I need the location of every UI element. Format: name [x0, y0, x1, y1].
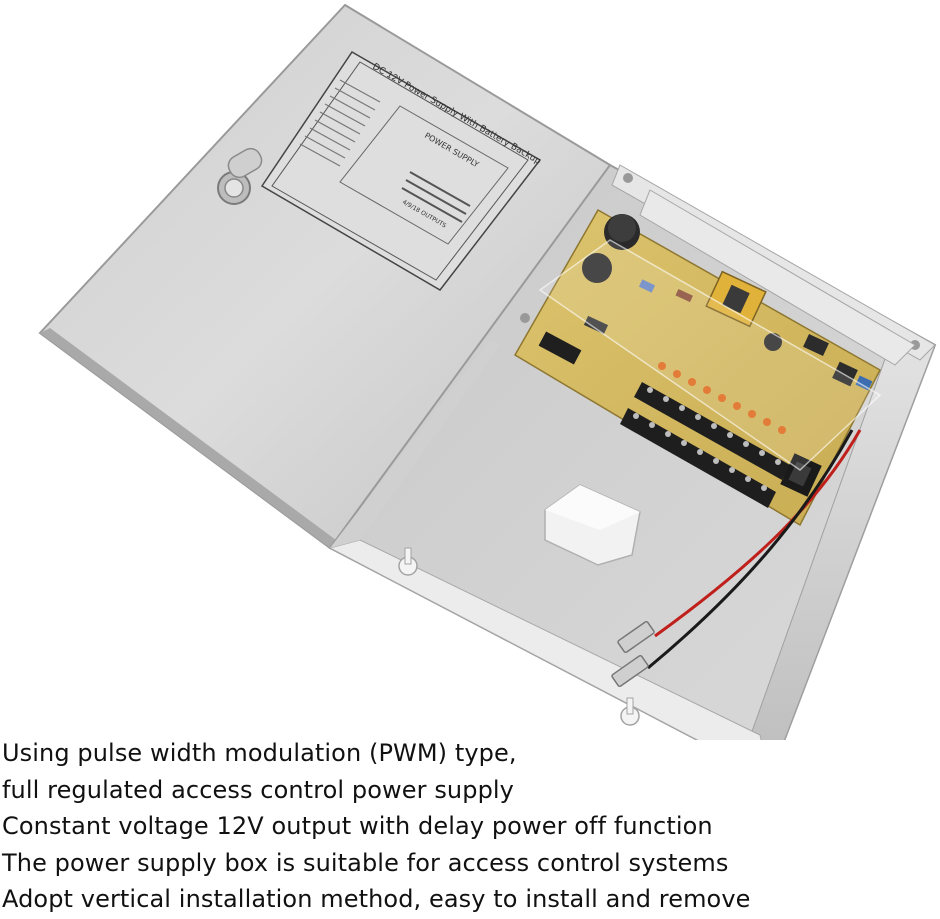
terminal-block-lower	[620, 408, 776, 508]
power-supply-box-photo: DC 12V Power Supply With Battery Backup …	[38, 3, 937, 740]
circuit-board	[513, 189, 916, 527]
mount-keyhole-right	[620, 697, 640, 726]
caption-line-1: Using pulse width modulation (PWM) type,	[2, 739, 517, 767]
mount-keyhole-left	[398, 547, 418, 576]
caption-line-5: Adopt vertical installation method, easy…	[2, 885, 751, 913]
feature-caption-list: Using pulse width modulation (PWM) type,…	[2, 735, 751, 918]
caption-line-2: full regulated access control power supp…	[2, 775, 514, 804]
battery-bracket	[544, 484, 641, 566]
caption-line-4: The power supply box is suitable for acc…	[2, 848, 729, 877]
battery-wires	[611, 429, 862, 688]
terminal-block-upper	[634, 382, 790, 480]
lid-lock	[217, 147, 263, 205]
black-wire-connector	[611, 654, 649, 688]
red-wire-connector	[617, 620, 655, 654]
enclosure-lid: DC 12V Power Supply With Battery Backup …	[38, 3, 612, 550]
caption-line-3: Constant voltage 12V output with delay p…	[2, 812, 713, 840]
output-led-row	[658, 362, 786, 434]
